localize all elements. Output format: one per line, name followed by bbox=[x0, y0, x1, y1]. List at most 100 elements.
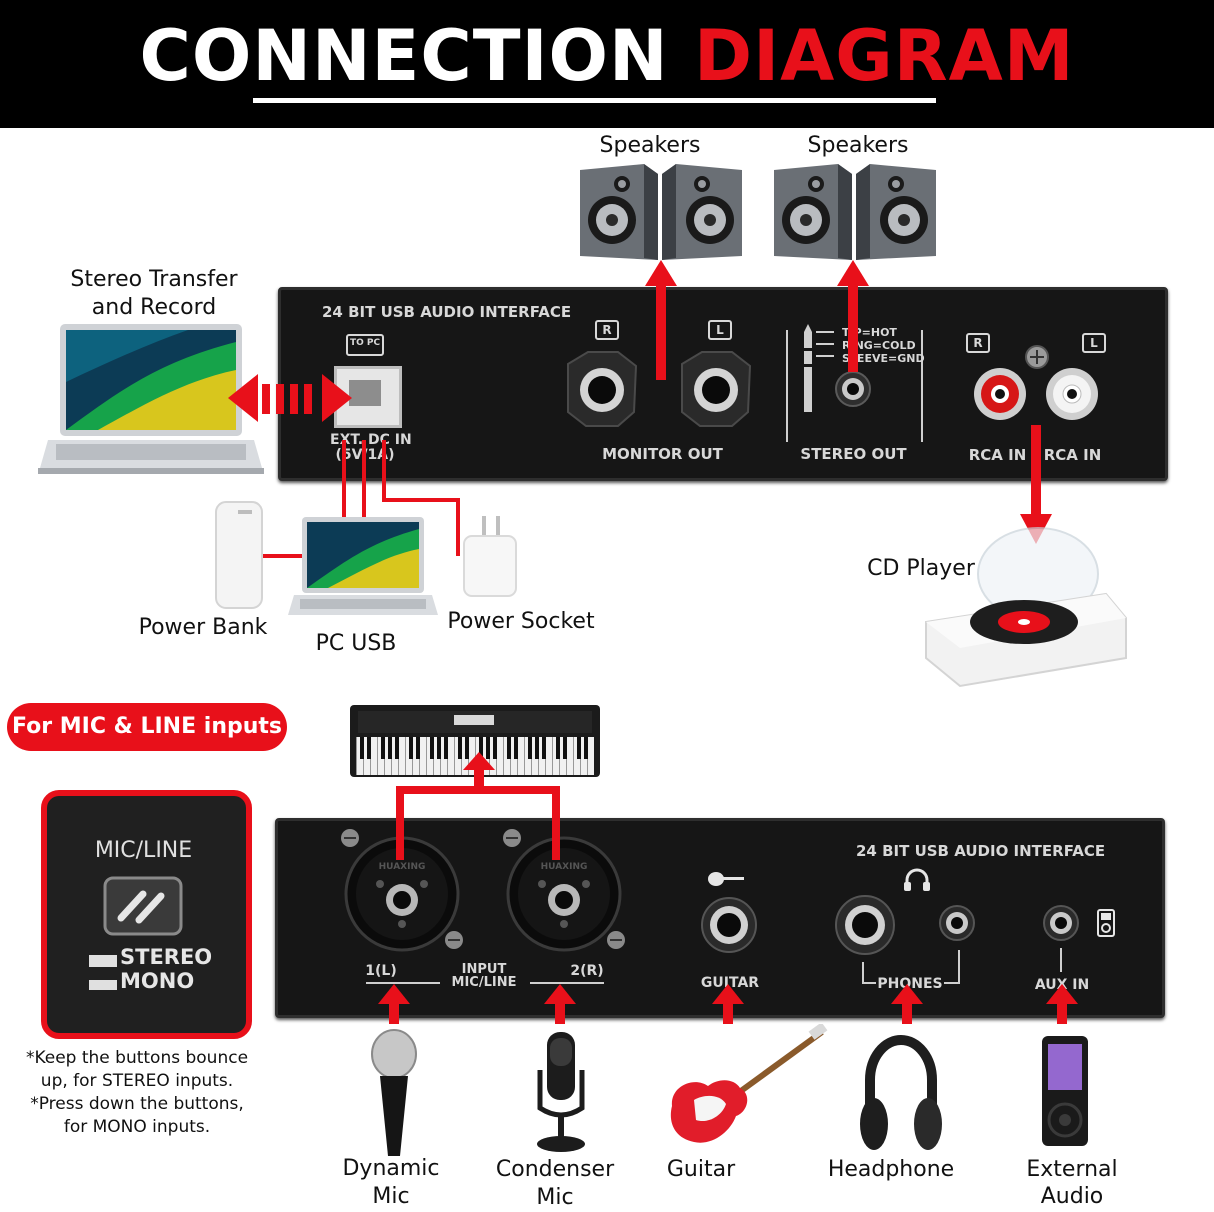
rca-in-r-label: RCA IN bbox=[968, 446, 1027, 464]
condenser-mic-image bbox=[537, 1032, 585, 1152]
ext-dc-label-line1: EXT. DC IN bbox=[330, 432, 412, 448]
power-bank-image bbox=[215, 501, 263, 609]
bottom-connection-arrows bbox=[378, 752, 1078, 1024]
keyboard-black-key bbox=[486, 737, 490, 759]
phones-label: PHONES bbox=[877, 976, 943, 992]
arrow-up-icon bbox=[891, 984, 923, 1004]
phones-bracket bbox=[958, 950, 960, 984]
laptop-label-line2: and Record bbox=[91, 295, 217, 320]
phones-bracket bbox=[944, 982, 960, 984]
speaker-icon bbox=[662, 164, 742, 260]
keyboard-black-key bbox=[577, 737, 581, 759]
title-white-word: CONNECTION bbox=[139, 15, 669, 97]
stereo-arrow-shaft bbox=[848, 280, 858, 372]
keyboard-black-key bbox=[367, 737, 371, 759]
arrow-up-icon bbox=[645, 260, 677, 286]
input-underline bbox=[530, 982, 604, 984]
xlr-combo-jacks[interactable] bbox=[330, 828, 640, 958]
aux-in-jack[interactable] bbox=[1042, 904, 1080, 942]
keyboard-black-key bbox=[381, 737, 385, 759]
phones-bracket bbox=[862, 962, 864, 984]
device-label-line2: Mic bbox=[372, 1184, 410, 1209]
keyboard-black-key bbox=[507, 737, 511, 759]
title-red-word: DIAGRAM bbox=[693, 15, 1075, 97]
cd-player-image bbox=[925, 527, 1127, 688]
arrow-up-icon bbox=[837, 260, 869, 286]
keyboard-black-key bbox=[437, 737, 441, 759]
monitor-out-label: MONITOR OUT bbox=[602, 445, 723, 463]
mic-line-button[interactable] bbox=[103, 876, 183, 936]
input-underline bbox=[366, 982, 440, 984]
trs-plug-icon bbox=[804, 324, 834, 412]
panel-divider bbox=[921, 330, 923, 442]
keyboard-key-divider bbox=[503, 737, 504, 775]
header-bar bbox=[0, 0, 1214, 128]
keyboard-black-key bbox=[584, 737, 588, 759]
keyboard-key-divider bbox=[454, 737, 455, 775]
top-panel-model-text: 24 BIT USB AUDIO INTERFACE bbox=[322, 303, 572, 321]
guitar-jack-label: GUITAR bbox=[700, 975, 760, 991]
laptop-icon bbox=[38, 324, 264, 474]
arrow-up-icon bbox=[1046, 984, 1078, 1004]
keyboard-black-key bbox=[444, 737, 448, 759]
stereo-label: STEREO bbox=[120, 945, 213, 969]
page-title: CONNECTION DIAGRAM bbox=[0, 14, 1214, 98]
device-label-line1: Condenser bbox=[495, 1157, 615, 1182]
rca-r-badge: R bbox=[966, 333, 990, 353]
jack-icon bbox=[681, 351, 752, 427]
keyboard-key-divider bbox=[405, 737, 406, 775]
headphone-icon bbox=[904, 868, 930, 891]
guitar-jack[interactable] bbox=[700, 896, 758, 954]
xlr-brand-text: HUAXING bbox=[378, 862, 426, 872]
note-line: *Keep the buttons bounce bbox=[25, 1048, 249, 1068]
ground-screw-icon bbox=[1025, 345, 1049, 369]
stereo-button-up-icon bbox=[89, 955, 117, 967]
pc-usb-label: PC USB bbox=[315, 631, 397, 656]
arrow-up-icon bbox=[463, 752, 495, 770]
mono-label: MONO bbox=[120, 969, 195, 993]
panel-divider bbox=[786, 330, 788, 442]
monitor-l-badge: L bbox=[708, 320, 732, 340]
external-audio-player-image bbox=[1042, 1036, 1088, 1146]
rca-red-jack-icon bbox=[974, 368, 1026, 420]
keyboard-image bbox=[350, 705, 600, 777]
note-line: for MONO inputs. bbox=[63, 1117, 211, 1137]
xlr-brand-text: HUAXING bbox=[540, 862, 588, 872]
rca-white-jack-icon bbox=[1046, 368, 1098, 420]
keyboard-black-key bbox=[514, 737, 518, 759]
arrow-up-icon bbox=[378, 984, 410, 1004]
rca-jacks[interactable] bbox=[972, 366, 1102, 422]
keyboard-line bbox=[396, 786, 560, 860]
device-arrows bbox=[378, 984, 1078, 1024]
speakers-left-label: Speakers bbox=[599, 133, 701, 158]
phones-small-jack[interactable] bbox=[938, 904, 976, 942]
guitar-icon bbox=[708, 872, 744, 886]
keyboard-key-divider bbox=[573, 737, 574, 775]
speakers-right-label: Speakers bbox=[807, 133, 909, 158]
arrow-up-icon bbox=[712, 984, 744, 1004]
bottom-panel-model-text: 24 BIT USB AUDIO INTERFACE bbox=[856, 842, 1106, 860]
speaker-icon bbox=[856, 164, 936, 260]
input-1-label: 1(L) bbox=[365, 963, 397, 979]
arrow-right-icon bbox=[322, 374, 352, 422]
speaker-icon bbox=[774, 164, 852, 260]
keyboard-black-key bbox=[395, 737, 399, 759]
arrow-left-icon bbox=[228, 374, 258, 422]
phones-large-jack[interactable] bbox=[834, 894, 896, 956]
device-label-line1: Guitar bbox=[666, 1157, 736, 1182]
stereo-out-label: STEREO OUT bbox=[800, 445, 907, 463]
stereo-out-jack[interactable] bbox=[834, 370, 872, 408]
mic-line-button-closeup bbox=[41, 790, 252, 1039]
device-label-line2: Audio bbox=[1040, 1184, 1104, 1209]
keyboard-key-divider bbox=[356, 737, 357, 775]
usb-port-inner bbox=[349, 380, 381, 406]
keyboard-black-key bbox=[493, 737, 497, 759]
keyboard-black-key bbox=[360, 737, 364, 759]
laptop-label-line1: Stereo Transfer bbox=[70, 267, 238, 292]
power-socket-line bbox=[382, 440, 460, 556]
note-line: up, for STEREO inputs. bbox=[40, 1071, 234, 1091]
to-pc-label: TO PC bbox=[346, 334, 384, 356]
device-label-line1: Dynamic bbox=[342, 1156, 440, 1181]
keyboard-black-key bbox=[528, 737, 532, 759]
sleeve-gnd-text: SLEEVE=GND bbox=[842, 352, 925, 365]
